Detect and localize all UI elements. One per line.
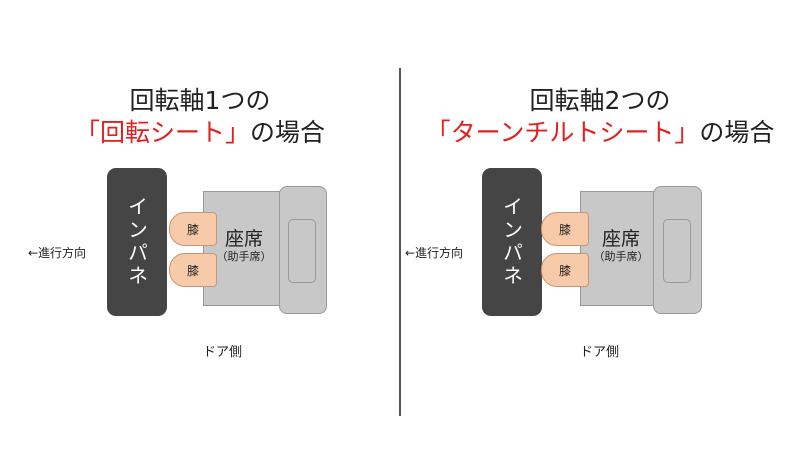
seat-title: 座席 [224, 228, 263, 250]
title-suffix: の場合 [699, 118, 775, 147]
door-side-label: ドア側 [580, 345, 620, 360]
dashboard-block: インパネ [107, 168, 167, 316]
seat-subtitle: （助手席） [216, 250, 272, 263]
title-line1: 回転軸1つの [129, 86, 271, 115]
title-seat-type: 「回転シート」 [74, 118, 250, 147]
title-line2: 「ターンチルトシート」の場合 [400, 118, 800, 148]
title-line2: 「回転シート」の場合 [0, 118, 400, 148]
panel-turn-tilt-seat: 回転軸2つの 「ターンチルトシート」の場合 ←進行方向 インパネ 座席 （助手席… [400, 0, 800, 450]
direction-label: ←進行方向 [405, 246, 464, 260]
seat-title: 座席 [601, 228, 640, 250]
seat-label: 座席 （助手席） [586, 228, 656, 264]
title-suffix: の場合 [250, 118, 326, 147]
panel-divider [399, 68, 401, 416]
knee-lower: 膝 [169, 253, 217, 287]
panel-rotating-seat: 回転軸1つの 「回転シート」の場合 ←進行方向 インパネ 座席 （助手席） 膝 … [0, 86, 400, 360]
seat-headrest [288, 219, 316, 283]
knee-upper: 膝 [541, 212, 589, 246]
seat-headrest [663, 219, 691, 283]
title-line1: 回転軸2つの [529, 86, 671, 115]
direction-label: ←進行方向 [28, 246, 87, 260]
title-seat-type: 「ターンチルトシート」 [425, 118, 700, 147]
seat-subtitle: （助手席） [593, 250, 649, 263]
dashboard-block: インパネ [482, 168, 542, 316]
seat-cushion [203, 191, 287, 306]
seat-label: 座席 （助手席） [210, 228, 278, 264]
door-side-label: ドア側 [203, 345, 243, 360]
knee-upper: 膝 [169, 212, 217, 246]
knee-lower: 膝 [541, 253, 589, 287]
